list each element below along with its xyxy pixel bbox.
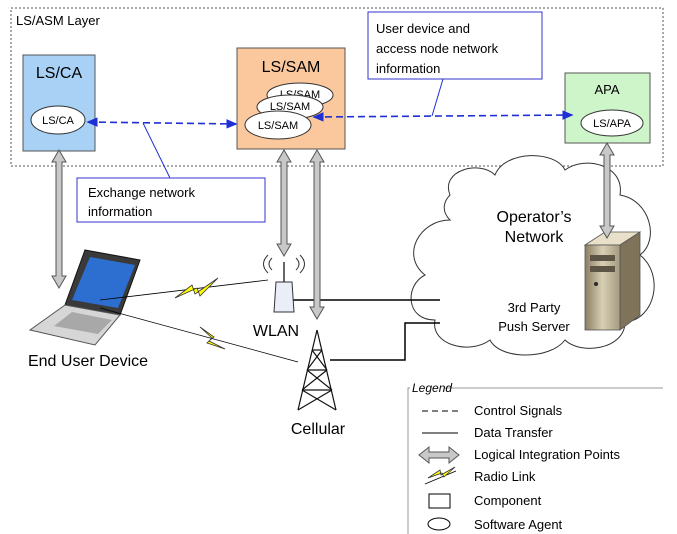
exchange-info-line-2: information — [88, 204, 152, 219]
exchange-info-callout: Exchange network information — [76, 177, 266, 223]
push-server-label-2: Push Server — [498, 319, 570, 334]
apa-agent-label: LS/APA — [593, 118, 631, 130]
lsca-component: LS/CA LS/CA — [22, 54, 96, 152]
legend-title: Legend — [412, 381, 452, 395]
user-device-info-line-1: User device and — [376, 21, 470, 36]
apa-agent-ellipse — [580, 109, 644, 137]
double-arrow-icon — [418, 445, 460, 465]
callout-pointers — [142, 78, 444, 179]
legend: Legend Control Signals Data Transfer Log… — [407, 381, 663, 534]
wlan-access-point-icon — [263, 254, 305, 313]
cellular-data-line — [330, 322, 440, 361]
exchange-info-line-1: Exchange network — [88, 185, 195, 200]
lssam-agent-ellipse-1 — [244, 110, 312, 140]
lsca-title: LS/CA — [36, 65, 83, 82]
apa-title: APA — [594, 82, 619, 97]
exchange-callout-pointer — [142, 122, 171, 179]
operator-network-label-2: Network — [505, 229, 565, 246]
cellular-label: Cellular — [291, 421, 346, 438]
svg-text:Control Signals: Control Signals — [474, 403, 563, 418]
legend-item-integration-points: Logical Integration Points — [418, 445, 620, 465]
push-server-icon — [583, 231, 642, 331]
cellular-lightning-icon — [199, 326, 226, 350]
user-device-info-line-2: access node network — [376, 41, 499, 56]
lssam-cellular-integration-arrow — [309, 149, 325, 320]
lssam-wlan-integration-arrow — [276, 149, 292, 257]
lssam-apa-control-link — [312, 110, 574, 122]
radio-bolts — [174, 277, 226, 350]
rectangle-icon — [428, 493, 451, 509]
data-transfer-lines — [284, 299, 440, 361]
ls-asm-layer: LS/ASM Layer — [10, 7, 664, 167]
operator-network-label-1: Operator’s — [497, 209, 572, 226]
laptop-wlan-radio-line — [99, 279, 269, 301]
lsca-lssam-control-link — [86, 117, 238, 129]
lightning-icon — [427, 466, 456, 479]
svg-text:Logical Integration Points: Logical Integration Points — [474, 447, 620, 462]
push-server-label-1: 3rd Party — [508, 300, 561, 315]
svg-text:Software Agent: Software Agent — [474, 517, 563, 532]
legend-item-software-agent: Software Agent — [427, 517, 563, 532]
end-user-laptop-icon — [28, 249, 141, 346]
svg-text:Radio Link: Radio Link — [474, 469, 536, 484]
lssam-component: LS/SAM LS/SAM LS/SAM LS/SAM — [236, 47, 346, 150]
control-signals — [86, 110, 574, 129]
legend-item-data-transfer: Data Transfer — [422, 425, 553, 440]
cellular-tower-icon — [297, 329, 337, 411]
wlan-label: WLAN — [253, 323, 299, 340]
lssam-agent-label-1: LS/SAM — [258, 120, 298, 132]
apa-server-integration-arrow — [599, 142, 615, 239]
legend-item-control-signals: Control Signals — [422, 403, 563, 418]
user-device-info-callout: User device and access node network info… — [367, 11, 543, 80]
lsca-agent-label: LS/CA — [42, 115, 74, 127]
user-device-callout-pointer — [431, 78, 444, 117]
lsca-device-integration-arrow — [51, 149, 67, 289]
legend-item-component: Component — [428, 493, 542, 509]
laptop-cellular-radio-line — [99, 307, 299, 363]
lssam-agent-label-2: LS/SAM — [270, 101, 310, 113]
lssam-title: LS/SAM — [262, 59, 321, 76]
integration-points — [51, 142, 615, 320]
apa-component: APA LS/APA — [564, 72, 651, 144]
layer-title: LS/ASM Layer — [16, 13, 100, 28]
legend-item-radio-link: Radio Link — [424, 466, 536, 485]
svg-text:Component: Component — [474, 493, 542, 508]
wlan-lightning-icon — [174, 277, 219, 299]
radio-links — [99, 279, 299, 363]
svg-text:Data Transfer: Data Transfer — [474, 425, 553, 440]
end-user-device-label: End User Device — [28, 353, 148, 370]
ellipse-icon — [427, 517, 451, 531]
lsca-agent-ellipse — [30, 105, 86, 135]
user-device-info-line-3: information — [376, 61, 440, 76]
